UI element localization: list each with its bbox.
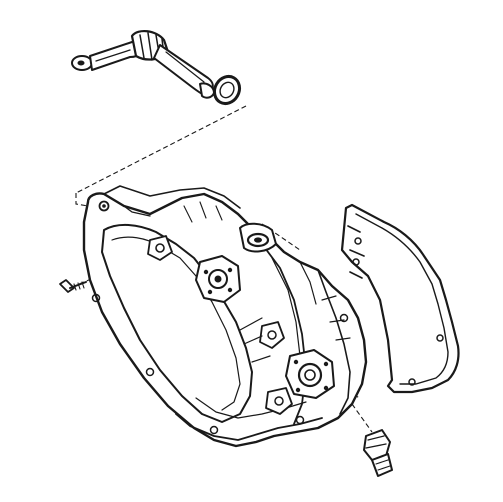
mounting-screw [59, 279, 87, 293]
gasket-plate [340, 203, 460, 394]
o-ring-seal [212, 74, 242, 106]
shift-lever-arm [71, 30, 215, 99]
crankcase-half [82, 185, 368, 448]
drain-plug [363, 429, 393, 477]
